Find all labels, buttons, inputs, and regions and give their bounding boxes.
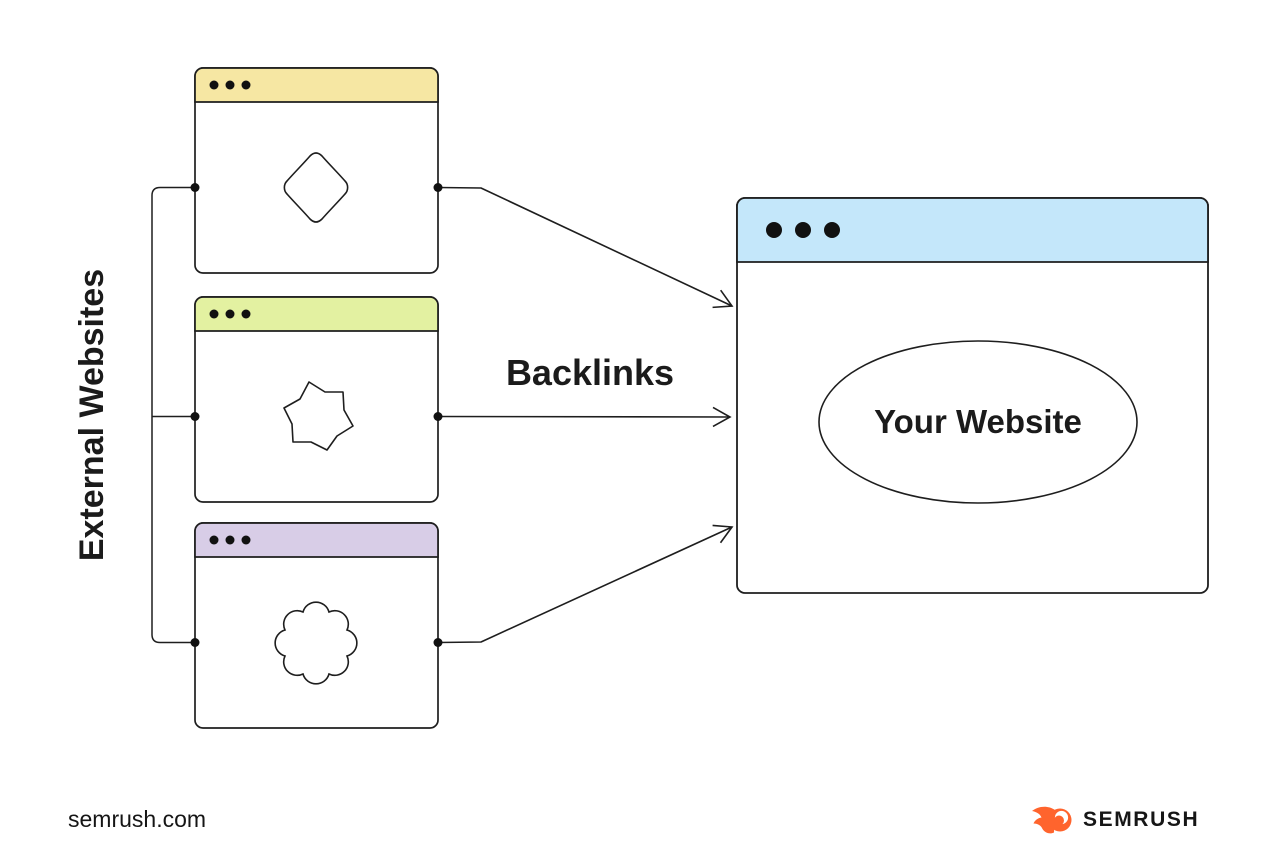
brand-name: SEMRUSH [1083, 808, 1200, 831]
backlinks-label: Backlinks [506, 352, 674, 393]
your-website-ellipse [818, 340, 1138, 504]
backlink-arrow-middle [437, 406, 732, 428]
titlebar-dots-icon [209, 80, 251, 90]
connector-dots [190, 183, 443, 647]
diamond-blob-icon [283, 152, 349, 223]
window-titlebar-1 [194, 67, 439, 103]
external-website-window-3 [194, 522, 439, 729]
external-website-window-2 [194, 296, 439, 503]
window-titlebar-3 [194, 522, 439, 558]
external-websites-label: External Websites [73, 269, 111, 561]
source-site-label: semrush.com [68, 806, 207, 832]
your-website-label: Your Website [874, 403, 1082, 440]
flower-blob-icon [274, 601, 358, 685]
window-titlebar-main [736, 197, 1209, 263]
semrush-logo: SEMRUSH [1029, 803, 1199, 837]
backlink-arrow-bottom [437, 524, 734, 644]
your-website-window: Your Website [736, 197, 1209, 594]
titlebar-dots-icon [209, 309, 251, 319]
titlebar-dots-icon [766, 222, 840, 238]
titlebar-dots-icon [209, 535, 251, 545]
external-group-bracket [151, 186, 195, 644]
semrush-flame-icon [1032, 806, 1072, 834]
star-blob-icon [283, 381, 354, 451]
backlink-arrow-top [437, 186, 734, 309]
external-website-window-1 [194, 67, 439, 274]
window-titlebar-2 [194, 296, 439, 332]
backlink-arrows [437, 186, 734, 644]
